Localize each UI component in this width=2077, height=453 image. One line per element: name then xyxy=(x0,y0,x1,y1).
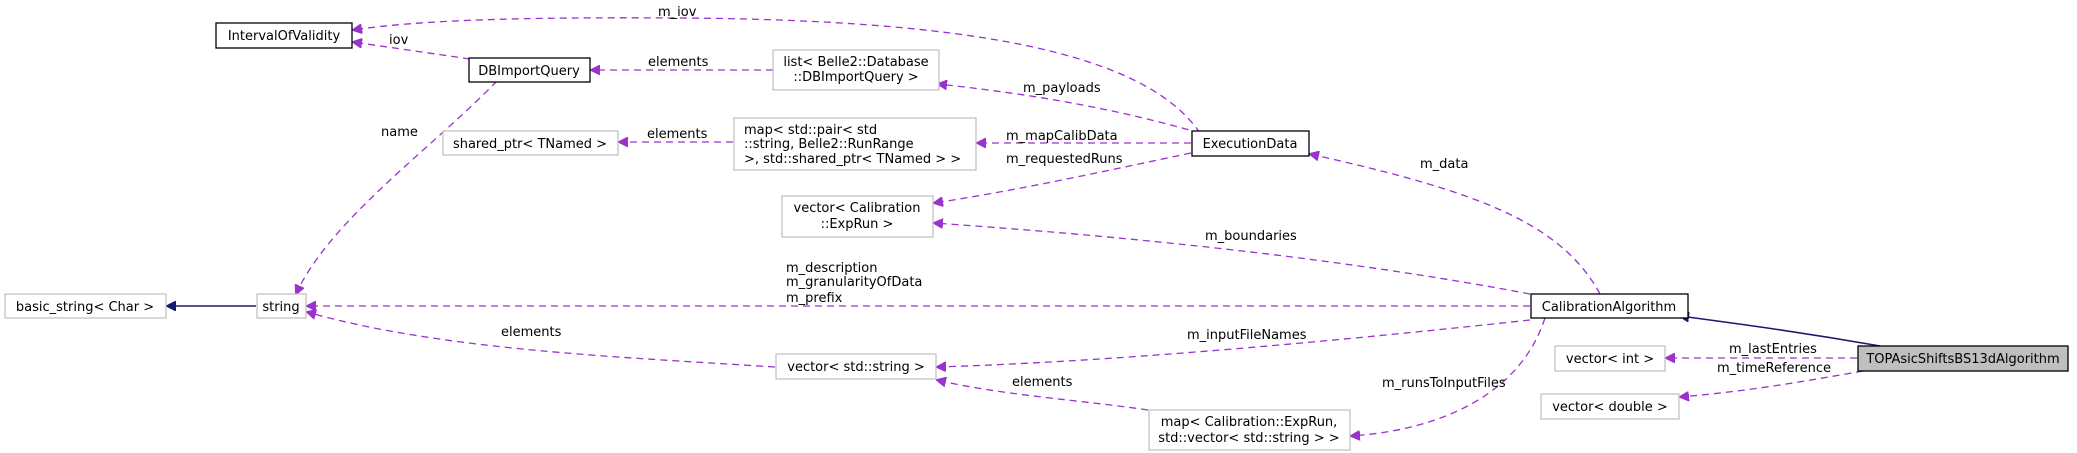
edge-top-asic-calibration-algorithm xyxy=(1680,316,1881,347)
node-db-import-query[interactable]: DBImportQuery xyxy=(468,57,591,83)
edge-label-m-mapcalibdata: m_mapCalibData xyxy=(1006,129,1118,144)
node-label-map-calib-data-3: >, std::shared_ptr< TNamed > > xyxy=(744,152,961,167)
edge-label-m-runstoinputfiles: m_runsToInputFiles xyxy=(1382,376,1506,391)
node-vector-std-string[interactable]: vector< std::string > xyxy=(775,353,937,380)
edge-elements-dbquery: elements xyxy=(591,55,773,70)
edge-label-elements-shared: elements xyxy=(647,127,708,142)
edge-m-timereference: m_timeReference xyxy=(1680,361,1876,397)
node-calibration-algorithm[interactable]: CalibrationAlgorithm xyxy=(1530,293,1689,319)
node-label-vector-exprun-2: ::ExpRun > xyxy=(821,217,894,232)
node-label-string: string xyxy=(262,300,299,315)
node-basic-string[interactable]: basic_string< Char > xyxy=(4,293,167,319)
edge-iov: iov xyxy=(353,33,471,60)
edge-label-m-iov: m_iov xyxy=(658,5,697,20)
node-vector-exprun[interactable]: vector< Calibration ::ExpRun > xyxy=(781,195,934,238)
node-string[interactable]: string xyxy=(256,293,307,319)
edge-label-name: name xyxy=(381,125,418,140)
node-label-list-db-import-query-1: list< Belle2::Database xyxy=(783,55,928,70)
node-label-list-db-import-query-2: ::DBImportQuery > xyxy=(793,70,918,85)
node-label-vector-double: vector< double > xyxy=(1552,400,1668,415)
edge-elements-vector-string: elements xyxy=(937,375,1149,411)
edge-m-inputfilenames: m_inputFileNames xyxy=(937,319,1531,367)
edge-label-m-timereference: m_timeReference xyxy=(1717,361,1831,376)
edge-label-m-requestedruns: m_requestedRuns xyxy=(1006,152,1123,167)
node-vector-double[interactable]: vector< double > xyxy=(1540,393,1680,420)
node-label-vector-std-string: vector< std::string > xyxy=(787,360,924,375)
node-label-map-calib-data-2: ::string, Belle2::RunRange xyxy=(744,137,914,152)
edge-m-description: m_description m_granularityOfData m_pref… xyxy=(307,261,1530,306)
node-execution-data[interactable]: ExecutionData xyxy=(1191,130,1310,157)
edge-label-m-prefix: m_prefix xyxy=(786,291,843,306)
node-label-interval-of-validity: IntervalOfValidity xyxy=(228,29,341,44)
edge-m-data: m_data xyxy=(1310,154,1601,295)
edge-label-m-granularityofdata: m_granularityOfData xyxy=(786,275,922,290)
node-label-top-asic-shifts-bs13d-algorithm: TOPAsicShiftsBS13dAlgorithm xyxy=(1865,352,2059,367)
node-label-shared-ptr-tnamed: shared_ptr< TNamed > xyxy=(453,137,607,152)
edge-label-m-lastentries: m_lastEntries xyxy=(1729,342,1817,357)
node-map-runs-to-input-files[interactable]: map< Calibration::ExpRun, std::vector< s… xyxy=(1148,409,1351,451)
node-label-calibration-algorithm: CalibrationAlgorithm xyxy=(1542,300,1676,315)
node-label-vector-int: vector< int > xyxy=(1566,352,1654,367)
node-shared-ptr-tnamed[interactable]: shared_ptr< TNamed > xyxy=(442,130,619,156)
edge-m-mapcalibdata: m_mapCalibData xyxy=(977,129,1191,144)
edge-m-iov: m_iov xyxy=(353,5,1201,134)
edge-label-m-boundaries: m_boundaries xyxy=(1205,229,1297,244)
node-label-map-calib-data-1: map< std::pair< std xyxy=(744,123,877,138)
edge-label-elements-dbquery: elements xyxy=(648,55,709,70)
node-label-db-import-query: DBImportQuery xyxy=(478,64,580,79)
node-label-basic-string: basic_string< Char > xyxy=(16,300,154,315)
edge-m-lastentries: m_lastEntries xyxy=(1666,342,1857,358)
edge-label-elements-vector-string: elements xyxy=(1012,375,1073,390)
edge-elements-shared: elements xyxy=(619,127,733,142)
node-label-execution-data: ExecutionData xyxy=(1203,137,1298,152)
node-label-map-runs-to-input-files-1: map< Calibration::ExpRun, xyxy=(1161,415,1338,430)
node-map-calib-data[interactable]: map< std::pair< std ::string, Belle2::Ru… xyxy=(733,117,977,171)
node-top-asic-shifts-bs13d-algorithm[interactable]: TOPAsicShiftsBS13dAlgorithm xyxy=(1857,345,2069,372)
edge-label-m-description: m_description xyxy=(786,261,877,276)
node-label-map-runs-to-input-files-2: std::vector< std::string > > xyxy=(1158,431,1339,446)
node-label-vector-exprun-1: vector< Calibration xyxy=(794,201,921,216)
edge-label-iov: iov xyxy=(389,33,409,48)
edge-m-runstoinputfiles: m_runsToInputFiles xyxy=(1351,317,1546,436)
edge-m-requestedruns: m_requestedRuns xyxy=(934,152,1192,203)
edge-m-payloads: m_payloads xyxy=(938,81,1201,134)
edge-label-m-inputfilenames: m_inputFileNames xyxy=(1187,328,1307,343)
node-vector-int[interactable]: vector< int > xyxy=(1554,345,1666,372)
edge-elements-string: elements xyxy=(307,312,776,368)
edge-label-elements-string: elements xyxy=(501,325,562,340)
node-interval-of-validity[interactable]: IntervalOfValidity xyxy=(215,22,353,49)
edge-label-m-data: m_data xyxy=(1420,157,1468,172)
node-list-db-import-query[interactable]: list< Belle2::Database ::DBImportQuery > xyxy=(772,49,940,91)
edge-label-m-payloads: m_payloads xyxy=(1023,81,1101,96)
edge-m-boundaries: m_boundaries xyxy=(934,223,1531,295)
edge-name: name xyxy=(296,80,498,294)
